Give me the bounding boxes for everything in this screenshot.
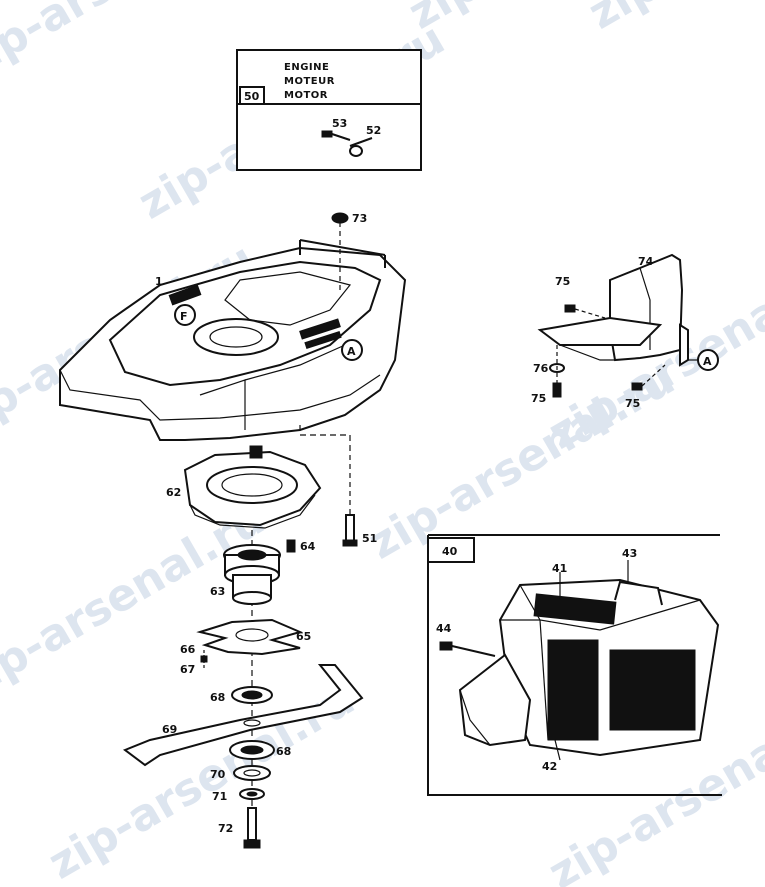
label-43: 43 [622,547,637,560]
mower-deck-housing: F A [59,239,407,455]
bolt-72-icon [243,807,261,849]
label-42: 42 [542,760,557,773]
blade-adapter-65 [196,618,303,668]
grass-catcher-box-40: 40 [427,534,722,796]
key-64-icon [286,539,296,553]
label-75-bottom-left: 75 [531,392,546,405]
screw-53-icon [321,130,351,141]
label-44: 44 [436,622,452,635]
label-68-lower: 68 [276,745,291,758]
mark-a-detail: A [703,355,712,368]
fastener-52-icon [349,137,373,157]
lock-washer-71 [239,788,265,800]
label-51: 51 [362,532,377,545]
label-52: 52 [366,124,381,137]
label-66: 66 [180,643,196,656]
label-76: 76 [533,362,549,375]
bolt-51-icon [342,455,358,547]
label-62: 62 [166,486,181,499]
detail-a-deflector: A [537,253,719,398]
label-74: 74 [638,255,654,268]
mark-f: F [180,310,188,323]
label-75-top: 75 [555,275,570,288]
hub-63 [223,544,281,605]
engine-line-1: ENGINE [284,62,329,73]
label-73: 73 [352,212,367,225]
label-75-bottom-right: 75 [625,397,640,410]
engine-box: 50 ENGINE MOTEUR MOTOR 53 52 [236,49,422,171]
label-70: 70 [210,768,226,781]
fan-ring-62 [183,445,322,529]
washer-68-lower [229,740,275,760]
label-53: 53 [332,117,347,130]
label-69: 69 [162,723,177,736]
watermark: zip-arsenal.ru [400,0,723,40]
label-65: 65 [296,630,311,643]
label-64: 64 [300,540,316,553]
engine-line-2: MOTEUR [284,76,335,87]
engine-box-number: 50 [244,90,260,103]
catcher-grille [547,639,696,741]
label-63: 63 [210,585,225,598]
watermark: zip-arsenal.ru [0,0,273,90]
engine-line-3: MOTOR [284,90,328,101]
label-68-upper: 68 [210,691,225,704]
label-1: 1 [155,275,163,288]
label-72: 72 [218,822,233,835]
label-67: 67 [180,663,195,676]
blade-69 [122,664,364,767]
washer-70 [233,765,271,781]
mark-a-deck: A [347,345,356,358]
label-71: 71 [212,790,227,803]
box-40-number: 40 [442,545,458,558]
washer-68-upper [231,686,273,704]
label-41: 41 [552,562,567,575]
plug-73-icon [331,212,349,290]
watermark: zip-arsenal.ru [580,0,765,40]
